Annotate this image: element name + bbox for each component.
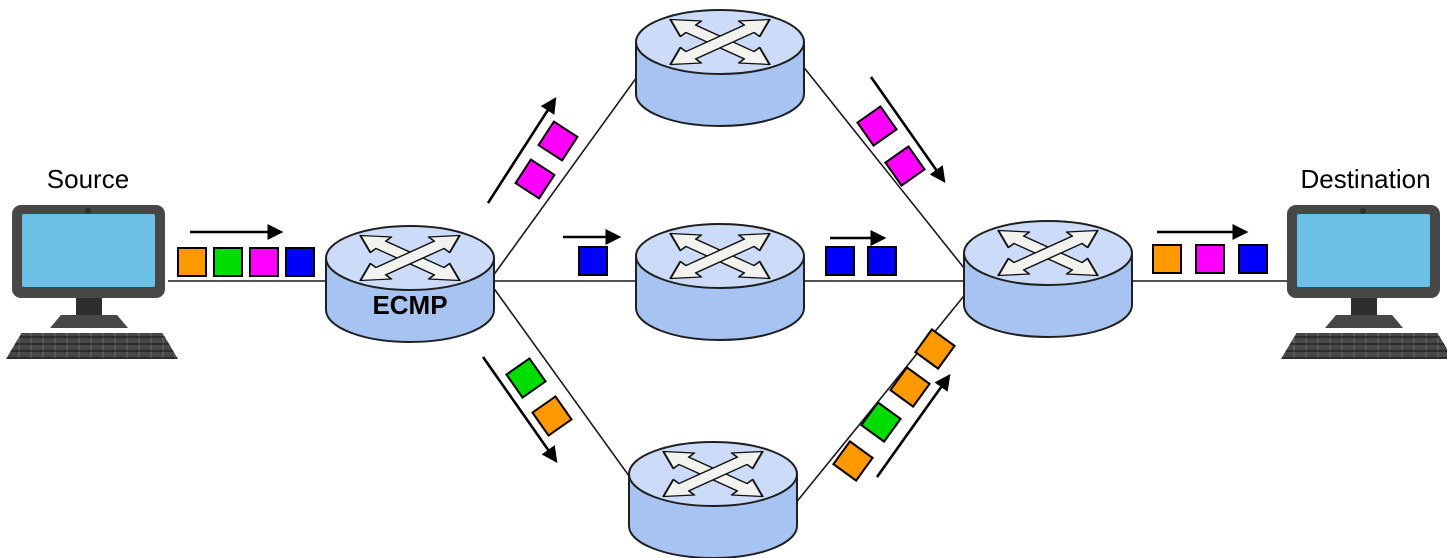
monitor-stand-neck <box>1351 298 1377 315</box>
ecmp-router <box>324 224 496 344</box>
keyboard <box>1281 333 1447 359</box>
link-ecmp-to-bottom-router <box>489 282 656 513</box>
monitor-stand-base <box>50 315 128 328</box>
monitor-screen <box>1297 214 1430 287</box>
green-packet <box>213 247 243 277</box>
orange-packet <box>177 247 207 277</box>
orange-packet <box>1152 244 1182 274</box>
webcam-dot <box>85 208 91 214</box>
blue-packet <box>1238 244 1268 274</box>
router-cylinder-crossed-arrows-icon <box>627 440 799 558</box>
destination-computer <box>1281 203 1447 359</box>
router-cylinder-crossed-arrows-icon <box>634 222 806 342</box>
source-computer <box>6 203 178 359</box>
middle-path-router <box>634 222 806 342</box>
destination-label: Destination <box>1300 164 1431 194</box>
link-bottom-router-to-aggregation <box>789 285 973 511</box>
source-label: Source <box>46 164 130 194</box>
monitor-stand-neck <box>76 298 102 315</box>
monitor-stand-base <box>1325 315 1403 328</box>
router-cylinder-crossed-arrows-icon <box>962 219 1134 339</box>
blue-packet <box>285 247 315 277</box>
ecmp-router-label: ECMP <box>372 290 448 320</box>
blue-packet <box>825 246 855 276</box>
keyboard <box>6 333 178 359</box>
link-ecmp-to-top-router <box>489 51 656 281</box>
packets-from-middle-router <box>825 246 897 276</box>
flow-arrow-from-bottom <box>875 374 951 478</box>
monitor <box>12 205 165 298</box>
flow-arrow-to-top <box>486 96 557 204</box>
router-cylinder-crossed-arrows-icon <box>324 224 496 344</box>
aggregation-router <box>962 219 1134 339</box>
flow-arrow-to-bottom <box>481 356 558 463</box>
blue-packet <box>867 246 897 276</box>
monitor-screen <box>22 214 155 287</box>
monitor <box>1287 205 1440 298</box>
packets-to-middle-router <box>578 246 608 276</box>
router-cylinder-crossed-arrows-icon <box>634 8 806 128</box>
source-packet-queue <box>177 247 315 277</box>
flow-arrow-from-top <box>869 76 946 183</box>
magenta-packet <box>249 247 279 277</box>
magenta-packet <box>1195 244 1225 274</box>
top-path-router <box>634 8 806 128</box>
blue-packet <box>578 246 608 276</box>
bottom-path-router <box>627 440 799 558</box>
link-top-router-to-aggregation <box>789 49 973 279</box>
webcam-dot <box>1360 208 1366 214</box>
destination-packet-queue <box>1152 244 1268 274</box>
